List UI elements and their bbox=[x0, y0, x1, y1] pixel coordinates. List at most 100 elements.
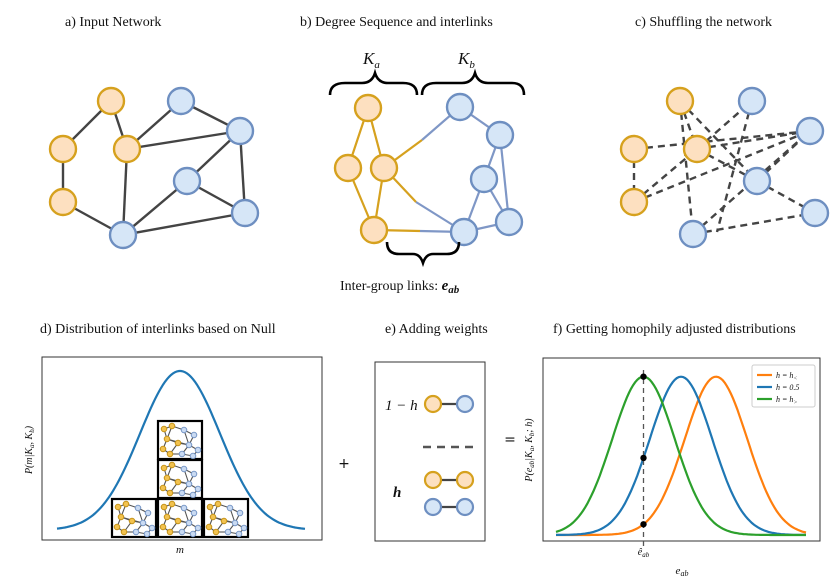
node-blue bbox=[455, 497, 475, 517]
node-orange bbox=[168, 461, 176, 469]
node-orange bbox=[333, 153, 363, 183]
node-blue bbox=[449, 217, 479, 247]
node-orange bbox=[369, 153, 399, 183]
node-orange bbox=[48, 134, 78, 164]
node-blue bbox=[455, 394, 475, 414]
node-blue bbox=[143, 530, 151, 538]
node-blue bbox=[742, 166, 772, 196]
node-blue bbox=[225, 116, 255, 146]
node-blue bbox=[224, 528, 232, 536]
node-orange bbox=[113, 523, 121, 531]
node-orange bbox=[160, 503, 168, 511]
node-blue bbox=[678, 219, 708, 249]
intersection-dot bbox=[640, 454, 647, 462]
node-blue bbox=[185, 519, 193, 527]
node-orange bbox=[214, 500, 222, 508]
node-orange bbox=[455, 470, 475, 490]
node-orange bbox=[206, 503, 214, 511]
node-orange bbox=[120, 528, 128, 536]
series-curve bbox=[556, 375, 806, 536]
node-blue bbox=[189, 491, 197, 499]
sample-network-thumbnails bbox=[110, 419, 250, 539]
intersection-dot bbox=[640, 521, 647, 528]
node-orange bbox=[159, 484, 167, 492]
node-orange bbox=[665, 86, 695, 116]
panel-f-xlabel: eab bbox=[676, 565, 689, 578]
node-blue bbox=[185, 480, 193, 488]
weight-label-intra: h bbox=[393, 485, 401, 501]
node-orange bbox=[168, 500, 176, 508]
panel-e-title: e) Adding weights bbox=[385, 322, 488, 337]
node-blue bbox=[180, 465, 188, 473]
legend-entry: h = 0.5 bbox=[776, 383, 799, 392]
node-orange bbox=[122, 500, 130, 508]
node-blue bbox=[194, 446, 202, 454]
node-blue bbox=[469, 164, 499, 194]
node-blue bbox=[148, 524, 156, 532]
node-blue bbox=[178, 528, 186, 536]
marker-intersection-dots bbox=[640, 373, 647, 528]
node-blue bbox=[737, 86, 767, 116]
node-orange bbox=[48, 187, 78, 217]
node-blue bbox=[485, 120, 515, 150]
panel-f-title: f) Getting homophily adjusted distributi… bbox=[553, 322, 796, 337]
node-orange bbox=[168, 422, 176, 430]
network-thumbnail bbox=[156, 497, 204, 539]
node-orange bbox=[159, 523, 167, 531]
node-blue bbox=[795, 116, 825, 146]
node-blue bbox=[139, 519, 147, 527]
panel-d-xlabel: m bbox=[176, 544, 184, 556]
panel-a-title: a) Input Network bbox=[65, 15, 161, 30]
weight-intra-pairs bbox=[423, 470, 475, 517]
node-blue bbox=[180, 504, 188, 512]
node-orange bbox=[174, 478, 182, 486]
legend-entry: h = h< bbox=[776, 371, 797, 382]
node-blue bbox=[144, 509, 152, 517]
node-orange bbox=[159, 445, 167, 453]
node-blue bbox=[108, 220, 138, 250]
network-thumbnail bbox=[156, 419, 204, 461]
node-blue bbox=[226, 504, 234, 512]
node-blue bbox=[494, 207, 524, 237]
node-orange bbox=[209, 513, 217, 521]
panel-a-network bbox=[48, 86, 260, 250]
node-blue bbox=[189, 530, 197, 538]
node-blue bbox=[194, 524, 202, 532]
node-blue bbox=[230, 198, 260, 228]
node-blue bbox=[240, 524, 248, 532]
network-thumbnail bbox=[110, 497, 158, 539]
panel-f-legend: h = h<h = 0.5h = h> bbox=[751, 364, 816, 408]
panel-c-network bbox=[619, 86, 830, 249]
node-orange bbox=[359, 215, 389, 245]
interlinks-label: Inter-group links: eab bbox=[340, 278, 460, 296]
node-blue bbox=[194, 485, 202, 493]
node-blue bbox=[231, 519, 239, 527]
node-orange bbox=[160, 464, 168, 472]
network-thumbnail bbox=[156, 458, 204, 500]
node-orange bbox=[423, 470, 443, 490]
group-b-label: Kb bbox=[457, 49, 475, 71]
node-orange bbox=[112, 134, 142, 164]
node-orange bbox=[166, 489, 174, 497]
node-blue bbox=[178, 489, 186, 497]
intersection-dot bbox=[640, 373, 647, 380]
node-blue bbox=[172, 166, 202, 196]
node-blue bbox=[134, 504, 142, 512]
group-a-label: Ka bbox=[362, 49, 380, 71]
weight-label-inter: 1 − h bbox=[385, 398, 418, 414]
node-orange bbox=[117, 513, 125, 521]
node-blue bbox=[236, 509, 244, 517]
panel-f-ylabel: P(eab|Ka, Kb; h) bbox=[524, 418, 536, 483]
series-curve bbox=[555, 375, 806, 537]
node-orange bbox=[619, 134, 649, 164]
node-blue bbox=[166, 86, 196, 116]
node-orange bbox=[212, 528, 220, 536]
panel-d-frame bbox=[41, 356, 323, 541]
node-orange bbox=[114, 503, 122, 511]
node-orange bbox=[96, 86, 126, 116]
panel-f-curves bbox=[555, 375, 807, 537]
node-blue bbox=[190, 470, 198, 478]
node-orange bbox=[174, 439, 182, 447]
panel-c-title: c) Shuffling the network bbox=[635, 15, 772, 30]
